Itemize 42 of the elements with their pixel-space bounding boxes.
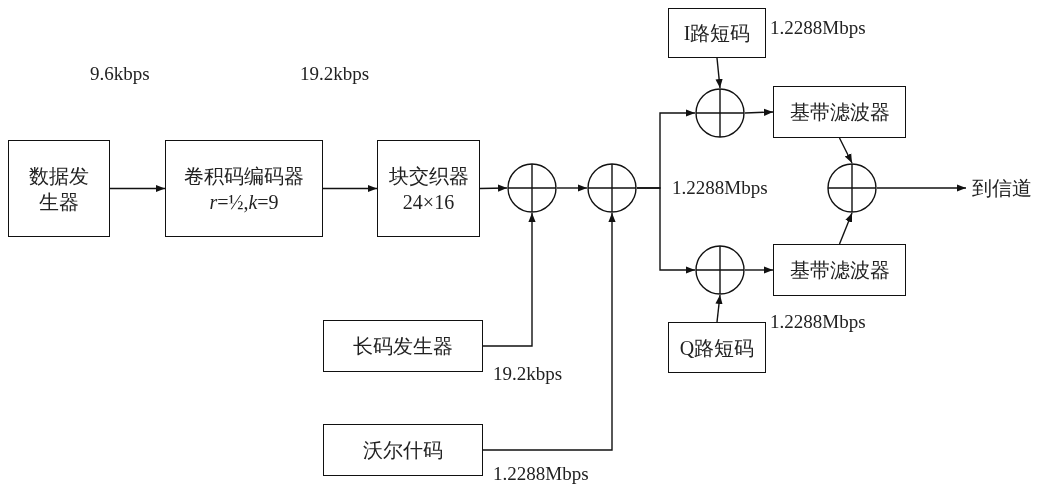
block-text: 到信道: [972, 176, 1032, 201]
block-text: 卷积码编码器: [184, 163, 304, 189]
rate-label: 1.2288Mbps: [770, 18, 866, 37]
block-text: 块交织器: [388, 163, 469, 189]
arrow: [744, 108, 774, 116]
arrow: [479, 184, 508, 192]
arrow: [556, 184, 588, 192]
arrow: [482, 212, 616, 451]
arrow: [482, 212, 536, 347]
process-box: [668, 322, 766, 373]
rate-label: 1.2288Mbps: [770, 312, 866, 331]
arrow: [744, 266, 774, 274]
arrow: [838, 137, 853, 164]
process-box: [773, 86, 906, 138]
block-text: r=½,k=9: [209, 189, 279, 215]
arrow: [876, 184, 967, 192]
arrow: [715, 57, 723, 89]
arrow: [109, 184, 166, 193]
arrow: [715, 294, 723, 323]
block-text: 基带滤波器: [789, 100, 890, 125]
block-text: 24×16: [402, 189, 455, 215]
process-box: [377, 140, 480, 237]
rate-label: 9.6kbps: [90, 64, 150, 83]
process-box: [773, 244, 906, 296]
block-text: 沃尔什码: [363, 438, 443, 463]
block-text: I路短码: [683, 21, 751, 46]
arrow: [838, 212, 853, 245]
process-box: [323, 424, 483, 476]
process-box: [8, 140, 110, 237]
process-box: [668, 8, 766, 58]
block-text: 数据发生器: [29, 163, 89, 215]
arrow: [322, 184, 378, 193]
rate-label: 19.2kbps: [300, 64, 370, 83]
process-box: [165, 140, 323, 237]
rate-label: 19.2kbps: [493, 364, 563, 383]
process-box: [323, 320, 483, 372]
rate-label: 1.2288Mbps: [493, 464, 589, 483]
arrow: [636, 187, 696, 274]
block-text: 长码发生器: [353, 334, 453, 359]
block-text: 基带滤波器: [789, 258, 890, 283]
block-text: Q路短码: [679, 335, 755, 361]
rate-label: 1.2288Mbps: [672, 178, 768, 197]
